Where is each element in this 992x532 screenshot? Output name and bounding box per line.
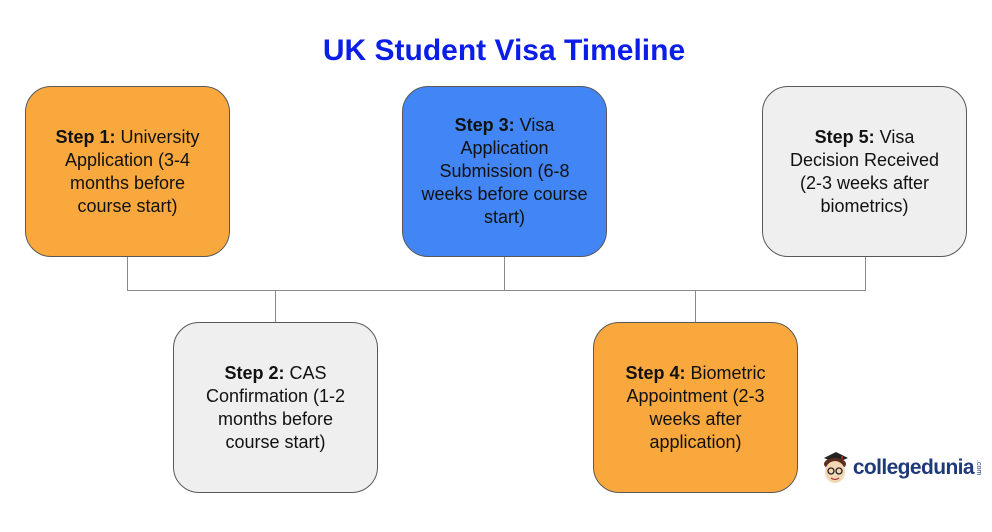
step-1-box: Step 1: University Application (3-4 mont… [25, 86, 230, 257]
student-mascot-icon [823, 452, 848, 483]
connector-step5 [865, 257, 866, 291]
step-label: Step 4: [625, 362, 686, 383]
connector-step4 [695, 290, 696, 322]
collegedunia-logo: collegedunia .com [820, 450, 982, 486]
step-text: Visa Decision Received (2-3 weeks after … [789, 126, 940, 216]
step-text: Biometric Appointment (2-3 weeks after a… [626, 362, 766, 452]
step-text: University Application (3-4 months befor… [64, 126, 200, 216]
diagram-title: UK Student Visa Timeline [322, 34, 686, 67]
logo-text: collegedunia [852, 456, 975, 479]
timeline-line [127, 290, 866, 291]
step-text: CAS Confirmation (1-2 months before cour… [205, 362, 346, 452]
step-4-box: Step 4: Biometric Appointment (2-3 weeks… [593, 322, 798, 493]
connector-step3 [504, 257, 505, 291]
connector-step1 [127, 257, 128, 291]
step-label: Step 2: [224, 362, 285, 383]
logo-suffix: .com [975, 460, 982, 476]
connector-step2 [275, 290, 276, 322]
step-5-box: Step 5: Visa Decision Received (2-3 week… [762, 86, 967, 257]
step-label: Step 5: [814, 126, 875, 147]
step-text: Visa Application Submission (6-8 weeks b… [421, 115, 588, 227]
step-label: Step 3: [454, 115, 515, 135]
step-3-box: Step 3: Visa Application Submission (6-8… [402, 86, 607, 257]
step-label: Step 1: [55, 126, 116, 147]
step-2-box: Step 2: CAS Confirmation (1-2 months bef… [173, 322, 378, 493]
